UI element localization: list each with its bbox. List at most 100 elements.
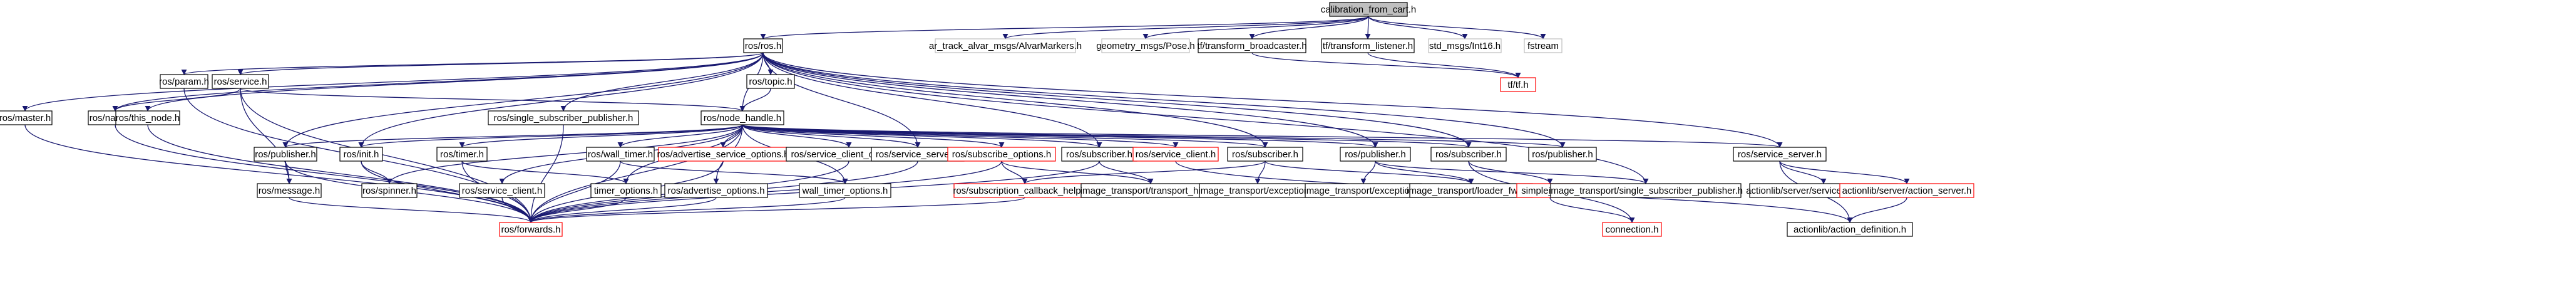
node-box[interactable] [1340,147,1411,162]
node-tf-broadcaster[interactable]: tf/transform_broadcaster.h [1197,38,1307,53]
node-ros-node-handle[interactable]: ros/node_handle.h [700,110,784,125]
node-box[interactable] [700,110,784,125]
node-it-loader-fwds[interactable]: image_transport/loader_fwds.h [1407,183,1536,198]
node-label: ros/topic.h [749,76,792,87]
node-box[interactable] [361,183,418,198]
node-box[interactable] [1500,77,1536,92]
node-box[interactable] [1524,38,1563,53]
node-label: std_msgs/Int16.h [1429,41,1501,51]
node-box[interactable] [115,110,180,125]
node-tf-tf[interactable]: tf/tf.h [1500,77,1536,92]
node-ros-init[interactable]: ros/init.h [339,147,383,162]
node-box[interactable] [799,183,891,198]
node-box[interactable] [935,38,1076,53]
node-ros-message[interactable]: ros/message.h [257,183,322,198]
edge-ros_node_handle-to-ros_init [358,124,743,148]
edge-ros_timer-to-timer_options [461,160,629,184]
node-timer-options[interactable]: timer_options.h [590,183,662,198]
node-it-single-sub-pub[interactable]: image_transport/single_subscriber_publis… [1549,183,1743,198]
node-ros-subscriber-c[interactable]: ros/subscriber.h [1430,147,1507,162]
node-layer: calibration_from_cart.h ros/ros.h ar_track… [0,2,1974,237]
node-ros-master[interactable]: ros/master.h [0,110,53,125]
node-box[interactable] [1329,2,1408,17]
node-ros-single-sub-pub[interactable]: ros/single_subscriber_publisher.h [488,110,639,125]
node-ros-subscribe-opts[interactable]: ros/subscribe_options.h [947,147,1056,162]
edge-ros_subscriber_b-to-ros_sub_cb_helper [1022,160,1266,184]
node-ros-spinner[interactable]: ros/spinner.h [361,183,418,198]
node-box[interactable] [160,74,208,89]
node-tf-listener[interactable]: tf/transform_listener.h [1321,38,1415,53]
node-ar-track[interactable]: ar_track_alvar_msgs/AlvarMarkers.h [929,38,1082,53]
node-fstream[interactable]: fstream [1524,38,1563,53]
node-ros-adv-opts[interactable]: ros/advertise_options.h [664,183,768,198]
node-al-action-server[interactable]: actionlib/server/action_server.h [1839,183,1974,198]
edge-ros_ros-to-ros_publisher_b [762,52,1378,148]
node-std-int16[interactable]: std_msgs/Int16.h [1428,38,1502,53]
node-ros-service-client-b[interactable]: ros/service_client.h [459,183,545,198]
node-box[interactable] [1787,222,1913,237]
node-geom-pose[interactable]: geometry_msgs/Pose.h [1096,38,1195,53]
node-box[interactable] [1430,147,1507,162]
node-ros-subscriber[interactable]: ros/subscriber.h [1061,147,1137,162]
node-ros-sub-cb-helper[interactable]: ros/subscription_callback_helper.h [953,183,1097,198]
node-ros-topic[interactable]: ros/topic.h [746,74,795,89]
edge-ros_node_handle-to-ros_wall_timer [617,124,743,148]
node-it-exception-b[interactable]: image_transport/exception.h [1304,183,1423,198]
node-ros-this-node[interactable]: ros/this_node.h [115,110,180,125]
node-box[interactable] [0,110,53,125]
node-ros-wall-timer[interactable]: ros/wall_timer.h [586,147,655,162]
node-it-transport-hints[interactable]: image_transport/transport_hints.h [1080,183,1221,198]
node-root[interactable]: calibration_from_cart.h [1321,2,1417,17]
node-box[interactable] [1198,38,1306,53]
node-ros-publisher-c[interactable]: ros/publisher.h [1528,147,1597,162]
node-ros-service-client[interactable]: ros/service_client.h [1132,147,1219,162]
node-box[interactable] [664,183,768,198]
edge-ros_service-to-ros_node_handle [240,88,746,112]
node-box[interactable] [1839,183,1974,198]
node-al-action-def[interactable]: actionlib/action_definition.h [1787,222,1913,237]
node-box[interactable] [1550,183,1742,198]
node-connection[interactable]: connection.h [1602,222,1662,237]
node-box[interactable] [586,147,655,162]
node-ros-forwards[interactable]: ros/forwards.h [499,222,563,237]
node-box[interactable] [459,183,545,198]
node-box[interactable] [1101,38,1190,53]
node-box[interactable] [436,147,488,162]
node-ros-publisher[interactable]: ros/publisher.h [254,147,317,162]
node-label: ros/subscriber.h [1232,149,1298,160]
node-label: image_transport/transport_hints.h [1080,186,1221,196]
node-box[interactable] [1132,147,1219,162]
node-ros-service-server-b[interactable]: ros/service_server.h [1733,147,1827,162]
node-box[interactable] [1321,38,1415,53]
node-box[interactable] [254,147,317,162]
edge-ros_subscribe_opts-to-it_transport_hints [1001,160,1154,184]
node-ros-service[interactable]: ros/service.h [212,74,269,89]
node-it-exception-a[interactable]: image_transport/exception.h [1198,183,1317,198]
node-box[interactable] [590,183,662,198]
node-box[interactable] [1602,222,1662,237]
node-box[interactable] [212,74,269,89]
node-box[interactable] [1528,147,1597,162]
node-wall-timer-options[interactable]: wall_timer_options.h [799,183,891,198]
node-box[interactable] [947,147,1056,162]
node-ros-param[interactable]: ros/param.h [159,74,209,89]
node-box[interactable] [1227,147,1303,162]
node-ros-service-server[interactable]: ros/service_server.h [871,147,965,162]
edge-ros_publisher_b-to-it_exception_b [1360,160,1376,184]
node-ros-publisher-b[interactable]: ros/publisher.h [1340,147,1411,162]
node-box[interactable] [746,74,795,89]
node-ros-adv-srv-opts[interactable]: ros/advertise_service_options.h [657,147,789,162]
node-box[interactable] [499,222,563,237]
node-box[interactable] [257,183,322,198]
node-ros-timer[interactable]: ros/timer.h [436,147,488,162]
edge-root-to-ar_track [1002,16,1369,39]
node-box[interactable] [339,147,383,162]
node-ros-subscriber-b[interactable]: ros/subscriber.h [1227,147,1303,162]
node-box[interactable] [488,110,639,125]
edge-ros_node_handle-to-ros_service_client [742,124,1179,148]
node-box[interactable] [1733,147,1827,162]
node-ros-ros[interactable]: ros/ros.h [743,38,783,53]
node-box[interactable] [743,38,783,53]
edge-ros_node_handle-to-ros_timer [459,124,743,148]
node-box[interactable] [1428,38,1502,53]
